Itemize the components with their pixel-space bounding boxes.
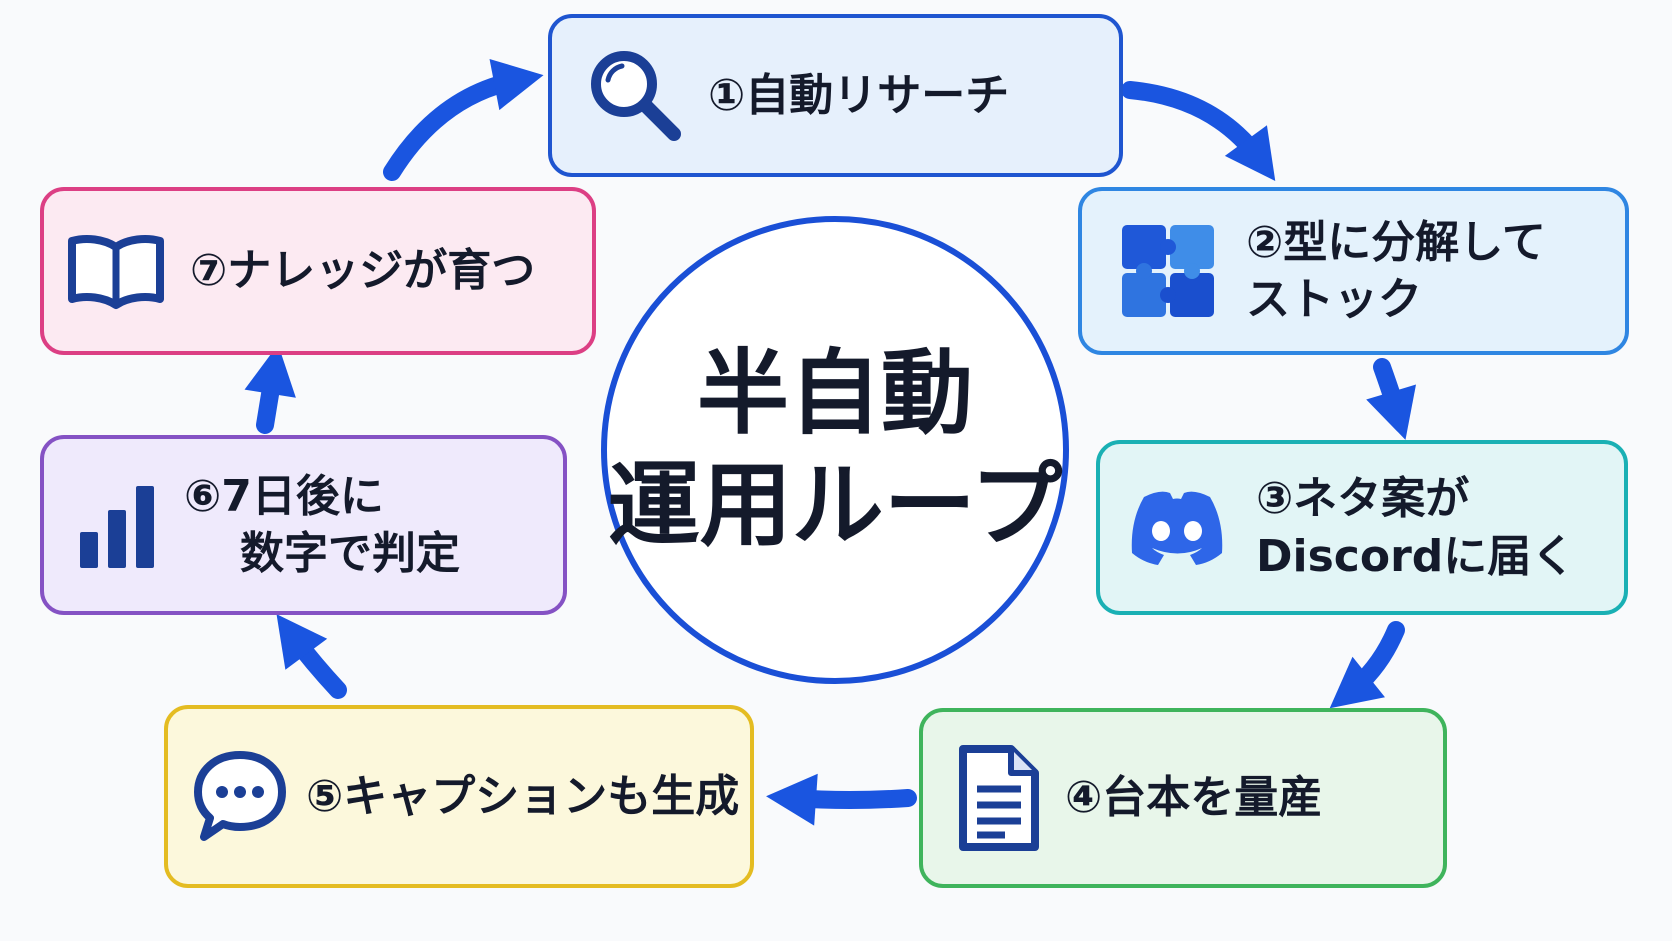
arrow-6-to-7 — [244, 344, 296, 434]
step-decompose-stock: ②型に分解して ストック — [1078, 187, 1629, 355]
center-circle: 半自動 運用ループ — [601, 216, 1069, 684]
discord-icon — [1122, 483, 1232, 573]
center-title-line-2: 運用ループ — [607, 452, 1063, 559]
step-label-line: Discordに届く — [1256, 530, 1576, 582]
open-book-icon — [66, 231, 166, 311]
step-label: ⑦ナレッジが育つ — [190, 242, 535, 299]
step-discord-ideas: ③ネタ案が Discordに届く — [1096, 440, 1628, 615]
step-label-line: ストック — [1246, 274, 1422, 325]
chat-bubble-icon — [190, 747, 290, 847]
arrow-7-to-1 — [383, 59, 544, 181]
step-label: ③ネタ案が Discordに届く — [1256, 470, 1575, 584]
step-label-line: ⑤キャプションも生成 — [306, 770, 740, 822]
step-label: ①自動リサーチ — [708, 67, 1009, 124]
arrow-2-to-3 — [1366, 358, 1417, 440]
center-title-line-1: 半自動 — [696, 339, 973, 447]
step-label-line: ⑦ナレッジが育つ — [190, 245, 536, 297]
step-label-line: ⑥7日後に — [184, 470, 384, 522]
step-label-line: ③ネタ案が — [1256, 473, 1470, 525]
step-captions: ⑤キャプションも生成 — [164, 705, 754, 888]
step-auto-research: ①自動リサーチ — [548, 14, 1123, 177]
document-icon — [955, 743, 1041, 853]
step-label-line: ④台本を量産 — [1065, 772, 1323, 824]
arrow-3-to-4 — [1329, 621, 1405, 709]
step-mass-scripts: ④台本を量産 — [919, 708, 1447, 888]
step-label: ④台本を量産 — [1065, 769, 1322, 826]
step-label: ②型に分解して ストック — [1246, 214, 1546, 328]
puzzle-icon — [1118, 221, 1218, 321]
step-label-line: 数字で判定 — [240, 528, 460, 579]
arrow-5-to-6 — [276, 614, 347, 699]
arrow-4-to-5 — [766, 773, 917, 826]
step-label-line: ②型に分解して — [1246, 216, 1546, 268]
bar-chart-icon — [78, 480, 158, 570]
step-label: ⑥7日後に 数字で判定 — [184, 468, 460, 582]
step-label: ⑤キャプションも生成 — [306, 768, 739, 825]
arrow-1-to-2 — [1121, 81, 1276, 182]
magnifier-icon — [586, 46, 686, 146]
step-judge-numbers: ⑥7日後に 数字で判定 — [40, 435, 567, 615]
step-label-line: ①自動リサーチ — [708, 69, 1010, 121]
step-knowledge-grows: ⑦ナレッジが育つ — [40, 187, 596, 355]
